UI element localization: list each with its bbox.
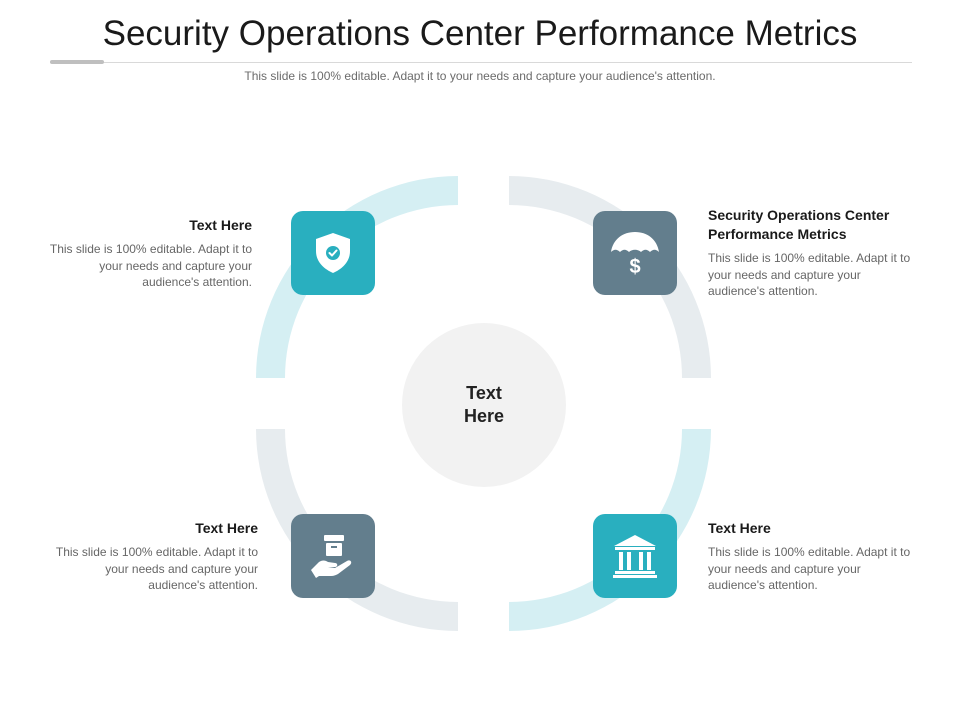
item-heading: Text Here xyxy=(195,520,258,536)
shield-check-icon xyxy=(316,233,350,273)
item-description: This slide is 100% editable. Adapt it to… xyxy=(55,545,258,592)
item-description: This slide is 100% editable. Adapt it to… xyxy=(708,251,911,298)
title-underline xyxy=(50,62,912,63)
text-block-top-left: Text Here This slide is 100% editable. A… xyxy=(40,216,252,291)
tile-bottom-right xyxy=(593,514,677,598)
item-heading: Security Operations Center Performance M… xyxy=(708,207,890,242)
item-description: This slide is 100% editable. Adapt it to… xyxy=(49,242,252,289)
bank-icon xyxy=(613,535,657,578)
tile-top-right: $ xyxy=(593,211,677,295)
text-block-bottom-right: Text Here This slide is 100% editable. A… xyxy=(708,519,920,594)
hand-box-icon xyxy=(311,535,352,578)
item-heading: Text Here xyxy=(189,217,252,233)
slide-title: Security Operations Center Performance M… xyxy=(102,14,858,53)
title-underline-accent xyxy=(50,60,104,64)
svg-text:$: $ xyxy=(629,256,640,278)
item-heading: Text Here xyxy=(708,520,771,536)
item-description: This slide is 100% editable. Adapt it to… xyxy=(708,545,911,592)
slide-subtitle: This slide is 100% editable. Adapt it to… xyxy=(244,69,716,83)
tile-top-left xyxy=(291,211,375,295)
text-block-bottom-left: Text Here This slide is 100% editable. A… xyxy=(46,519,258,594)
umbrella-dollar-icon: $ xyxy=(611,232,659,278)
text-block-top-right: Security Operations Center Performance M… xyxy=(708,206,920,300)
center-label: Text Here xyxy=(463,383,505,426)
tile-bottom-left xyxy=(291,514,375,598)
center-circle xyxy=(402,323,566,487)
